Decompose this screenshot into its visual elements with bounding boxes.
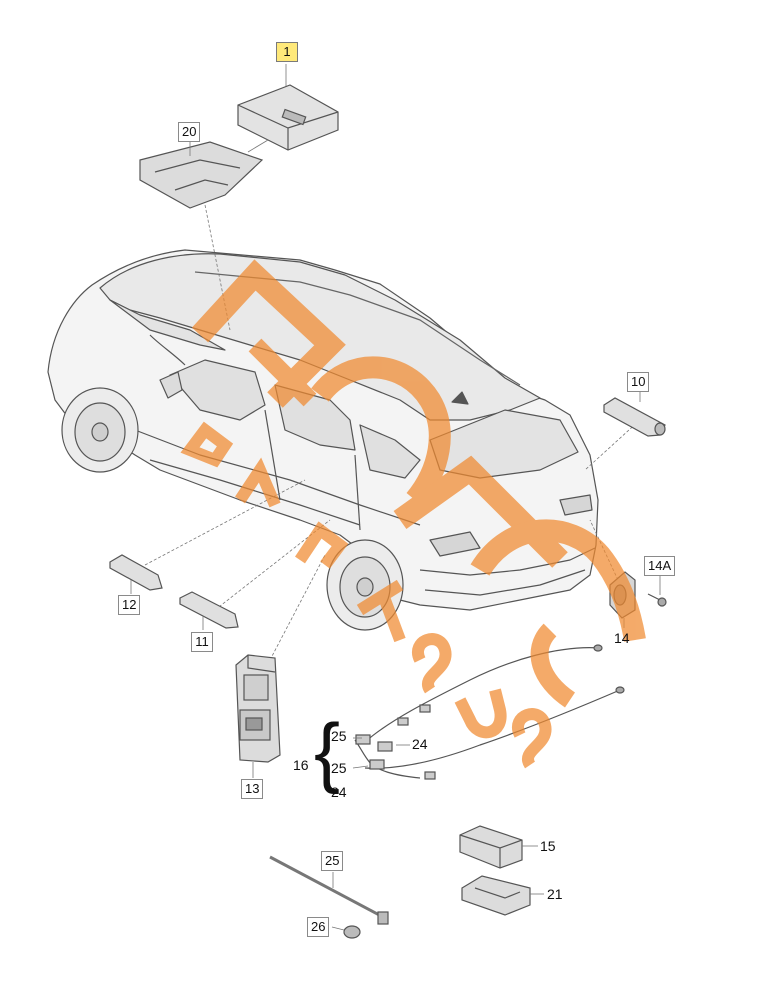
callout-21: 21 [547,886,563,902]
callout-11: 11 [191,632,213,652]
part-12-antenna [109,554,163,591]
part-20-bracket [139,141,264,209]
part-25-cable-tie [269,855,389,925]
harness-leaders [352,737,410,769]
callout-24-upper: 24 [412,736,428,752]
callout-25-tie: 25 [321,851,344,871]
callout-15: 15 [540,838,556,854]
callout-13: 13 [241,779,264,799]
part-15-module [459,825,523,869]
part-1-control-unit [237,84,339,151]
callout-12: 12 [118,595,141,615]
callout-1: 1 [276,42,298,62]
brace-16: { [314,707,341,795]
callout-25-lower: 25 [331,760,347,776]
callout-25-upper: 25 [331,728,347,744]
callout-24-lower: 24 [331,784,347,800]
part-14a-screw [647,593,667,607]
wiring-harness [354,644,625,780]
callout-20: 20 [178,122,201,142]
part-26-clip [343,925,361,939]
part-21-bracket [461,875,531,916]
callout-14: 14 [614,630,630,646]
part-11-antenna [179,591,239,629]
callout-10: 10 [627,372,650,392]
part-13-module [235,654,281,763]
callout-16: 16 [293,757,309,773]
callout-14a: 14A [644,556,676,576]
watermark-logo [180,259,646,769]
callout-26: 26 [307,917,330,937]
part-10-sensor [603,397,666,437]
